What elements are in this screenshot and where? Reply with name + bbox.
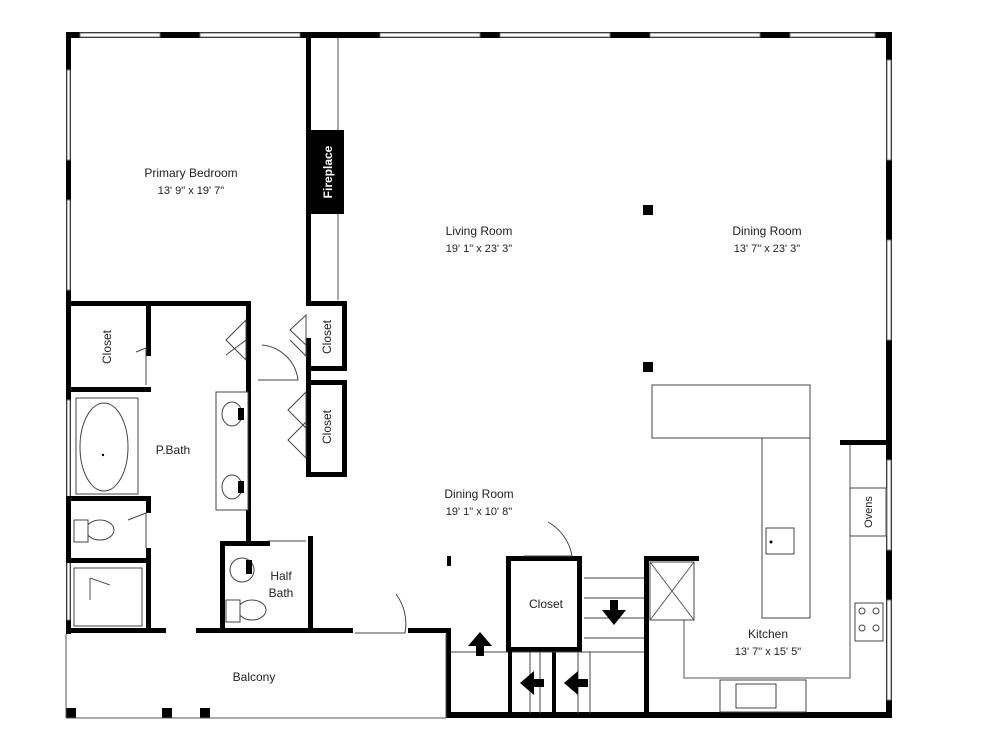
stair-arrows: [468, 600, 626, 695]
fireplace: Fireplace: [311, 130, 344, 214]
balcony-outline: [65, 634, 447, 719]
bath-fixtures: [73, 391, 267, 627]
closet-hall-upper-name: Closet: [320, 319, 334, 354]
column: [643, 205, 653, 215]
room-labels: Primary Bedroom 13' 9" x 19' 7" Living R…: [100, 166, 802, 684]
balcony-name: Balcony: [233, 670, 276, 684]
kitchen-dim: 13' 7" x 15' 5": [735, 646, 802, 658]
column: [66, 708, 76, 718]
dining-room-lower-name: Dining Room: [444, 487, 513, 501]
column: [200, 708, 210, 718]
primary-bedroom-dim: 13' 9" x 19' 7": [158, 185, 225, 197]
primary-bedroom-name: Primary Bedroom: [144, 166, 237, 180]
kitchen-island: [651, 384, 811, 619]
fireplace-label: Fireplace: [321, 145, 335, 198]
column: [447, 556, 451, 566]
closet-stair-name: Closet: [529, 597, 564, 611]
dining-room-lower-dim: 19' 1" x 10' 8": [446, 506, 513, 518]
closet-hall-lower-name: Closet: [320, 409, 334, 444]
column: [643, 362, 653, 372]
half-bath-name-line1: Half: [270, 569, 292, 583]
half-bath-name-line2: Bath: [269, 586, 294, 600]
dining-room-upper-dim: 13' 7" x 23' 3": [734, 243, 801, 255]
interior-walls: [66, 38, 892, 718]
door-swings: [127, 313, 573, 634]
closet-bedroom-name: Closet: [100, 329, 114, 364]
windows: [66, 32, 892, 701]
kitchen-name: Kitchen: [748, 627, 788, 641]
ovens-label: Ovens: [863, 496, 875, 528]
dining-room-upper-name: Dining Room: [732, 224, 801, 238]
living-room-dim: 19' 1" x 23' 3": [446, 243, 513, 255]
kitchen-counters: Ovens: [649, 445, 887, 713]
p-bath-name: P.Bath: [156, 443, 190, 457]
living-room-name: Living Room: [446, 224, 513, 238]
column: [162, 708, 172, 718]
